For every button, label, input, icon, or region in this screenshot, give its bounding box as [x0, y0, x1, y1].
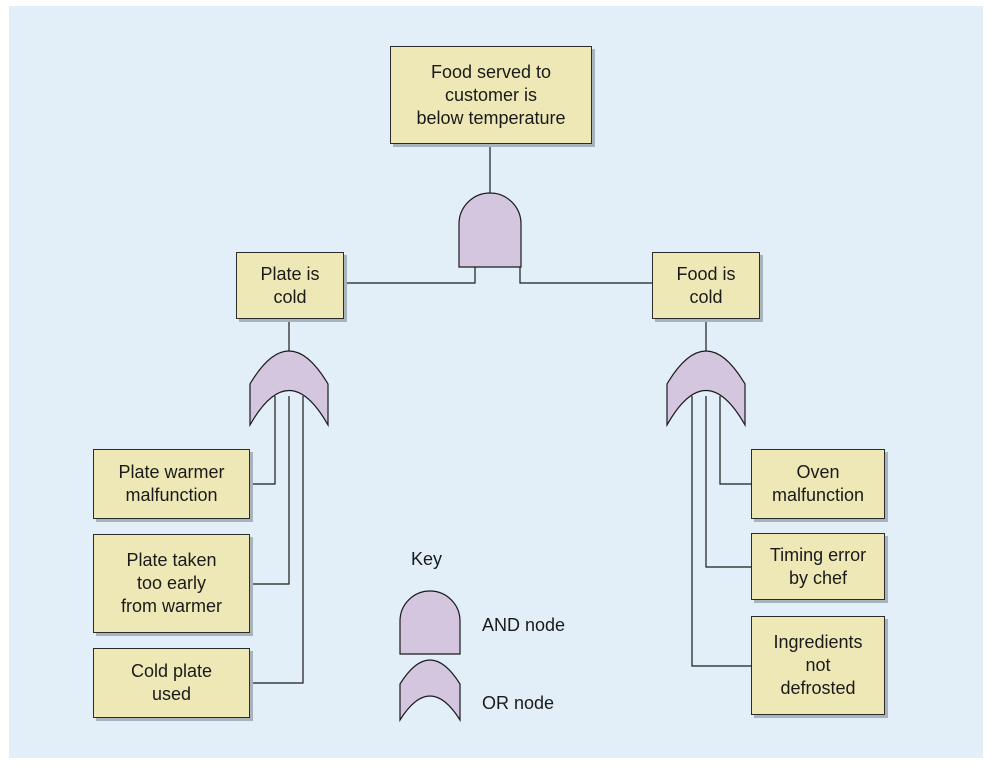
line-or-right-cause-2: [705, 396, 751, 568]
line-or-left-cause-3: [250, 396, 304, 684]
line-or-right-cause-1: [719, 396, 751, 485]
line-and-to-right: [519, 267, 652, 284]
key-and-symbol: [399, 590, 461, 655]
or-gate-left: [249, 350, 329, 428]
cause-plate-taken-too-early: Plate taken too early from warmer: [93, 534, 250, 633]
line-or-left-cause-1: [250, 396, 276, 485]
cause-oven-malfunction: Oven malfunction: [751, 449, 885, 519]
plate-is-cold-box: Plate is cold: [236, 252, 344, 319]
food-is-cold-box: Food is cold: [652, 252, 760, 319]
top-event-box: Food served to customer is below tempera…: [390, 46, 592, 144]
cause-ingredients-not-defrosted: Ingredients not defrosted: [751, 616, 885, 715]
key-and-label: AND node: [482, 615, 566, 635]
cause-cold-plate-used: Cold plate used: [93, 648, 250, 718]
or-gate-right: [666, 350, 746, 428]
cause-timing-error-by-chef: Timing error by chef: [751, 533, 885, 600]
line-or-left-cause-2: [250, 396, 290, 585]
line-and-to-left: [343, 267, 476, 284]
cause-plate-warmer-malfunction: Plate warmer malfunction: [93, 449, 250, 519]
key-title: Key: [411, 549, 443, 569]
and-gate: [458, 192, 522, 268]
key-or-symbol: [399, 659, 461, 723]
key-or-label: OR node: [482, 693, 555, 713]
line-or-right-cause-3: [691, 396, 751, 667]
